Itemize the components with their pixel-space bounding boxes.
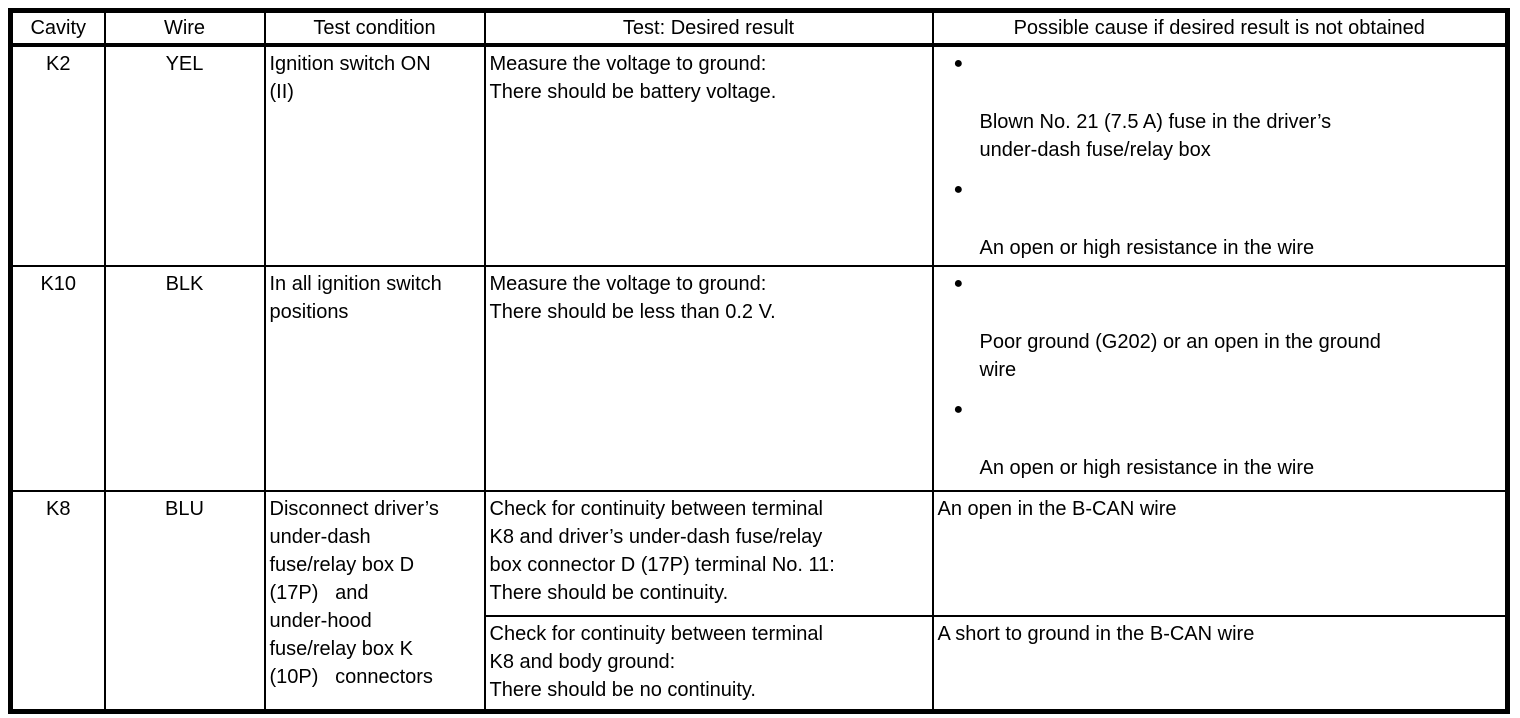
column-header-cavity: Cavity bbox=[9, 9, 106, 47]
table-row-k10: K10 BLK In all ignition switch positions… bbox=[9, 265, 1509, 492]
possible-cause-cell: An open in the B-CAN wire bbox=[931, 490, 1509, 617]
test-desired-result-cell: Check for continuity between terminal K8… bbox=[483, 490, 934, 617]
table-row-k2: K2 YEL Ignition switch ON (II) Measure t… bbox=[9, 44, 1509, 267]
bullet-icon: ● bbox=[953, 275, 964, 292]
cause-text: An open or high resistance in the wire bbox=[979, 237, 1315, 259]
test-desired-result-cell: Check for continuity between terminal K8… bbox=[483, 615, 934, 712]
wire-cell: YEL bbox=[103, 44, 266, 267]
table-header-row: Cavity Wire Test condition Test: Desired… bbox=[9, 9, 1509, 47]
table-row-k8-test2: Check for continuity between terminal K8… bbox=[11, 615, 1509, 712]
cavity-cell: K2 bbox=[9, 44, 106, 267]
wire-cell: BLK bbox=[103, 265, 266, 492]
wire-cell: BLU bbox=[103, 490, 266, 712]
test-condition-cell: In all ignition switch positions bbox=[263, 265, 486, 492]
test-desired-result-cell: Measure the voltage to ground: There sho… bbox=[483, 265, 934, 492]
column-header-wire: Wire bbox=[103, 9, 266, 47]
column-header-possible-cause: Possible cause if desired result is not … bbox=[931, 9, 1509, 47]
test-condition-cell: Disconnect driver’s under-dash fuse/rela… bbox=[263, 490, 486, 712]
column-header-test-condition: Test condition bbox=[263, 9, 486, 47]
test-desired-result-cell: Measure the voltage to ground: There sho… bbox=[483, 44, 934, 267]
bullet-icon: ● bbox=[953, 401, 964, 418]
cavity-cell: K8 bbox=[9, 490, 106, 712]
cause-text: Poor ground (G202) or an open in the gro… bbox=[979, 331, 1381, 381]
bullet-icon: ● bbox=[953, 181, 964, 198]
bullet-icon: ● bbox=[953, 55, 964, 72]
table-row-k8-test1: K8 BLU Disconnect driver’s under-dash fu… bbox=[9, 490, 1509, 712]
cause-text: Blown No. 21 (7.5 A) fuse in the driver’… bbox=[979, 111, 1332, 161]
column-header-test-desired-result: Test: Desired result bbox=[483, 9, 934, 47]
cause-text: An open or high resistance in the wire bbox=[979, 457, 1315, 479]
test-condition-cell: Ignition switch ON (II) bbox=[263, 44, 486, 267]
possible-cause-cell: ● Blown No. 21 (7.5 A) fuse in the drive… bbox=[931, 44, 1509, 267]
possible-cause-cell: ● Poor ground (G202) or an open in the g… bbox=[931, 265, 1509, 492]
cavity-cell: K10 bbox=[9, 265, 106, 492]
connector-terminal-test-table: Cavity Wire Test condition Test: Desired… bbox=[8, 8, 1510, 714]
possible-cause-cell: A short to ground in the B-CAN wire bbox=[931, 615, 1509, 712]
